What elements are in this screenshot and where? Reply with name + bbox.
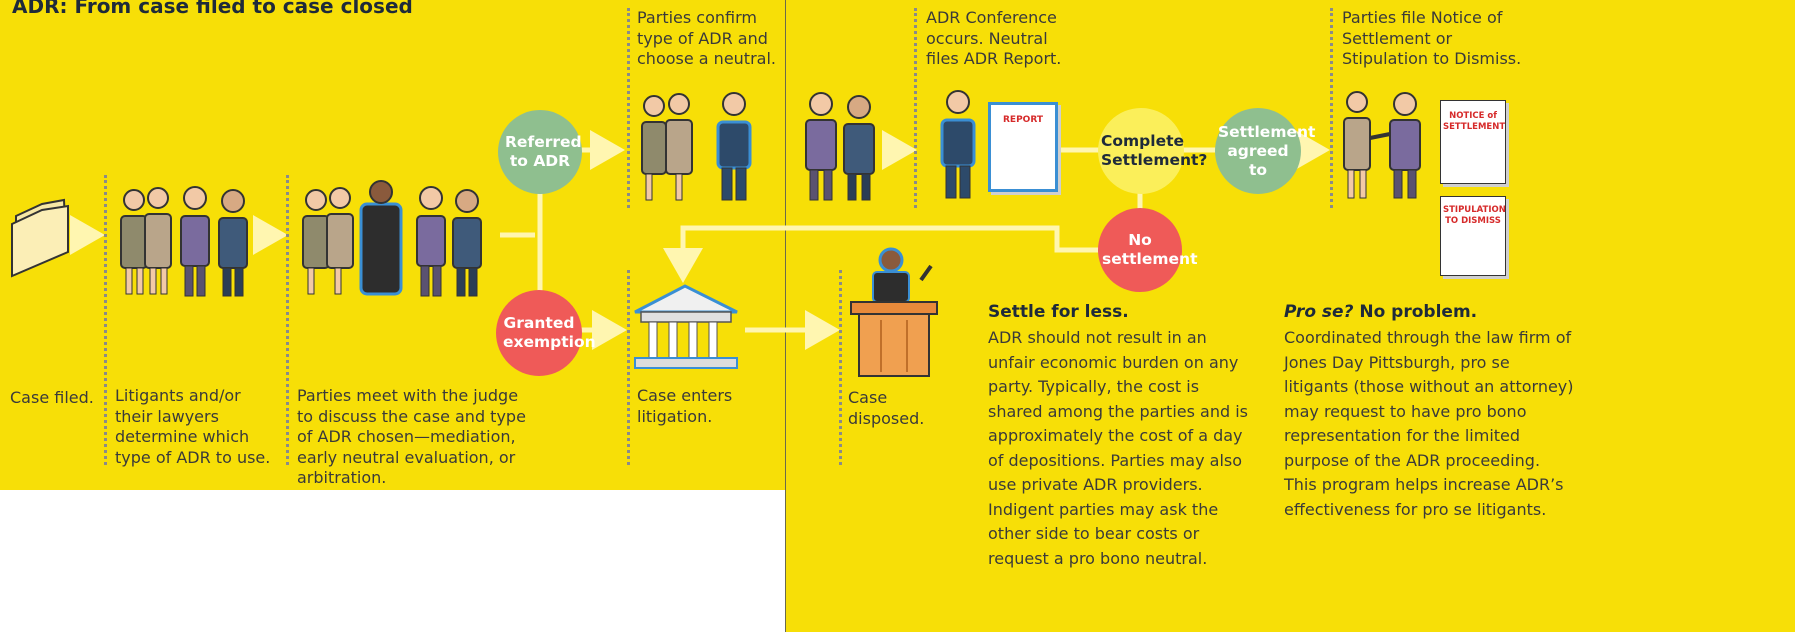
settle-body: ADR should not result in an unfair econo… <box>988 328 1248 568</box>
caption-conference: ADR Conference occurs. Neutral files ADR… <box>926 8 1062 68</box>
stipulation-document: STIPULATION TO DISMISS <box>1440 196 1506 276</box>
dotted-separator <box>104 175 107 465</box>
referred-label: Referred to ADR <box>505 133 582 170</box>
people-icon <box>805 92 875 201</box>
people-icon <box>641 92 752 201</box>
no-settlement-node: No settlement <box>1098 208 1198 292</box>
caption-litigation: Case enters litigation. <box>637 386 733 426</box>
complete-settlement-label: Complete Settlement? <box>1101 132 1208 169</box>
handshake-icon <box>1343 91 1421 199</box>
report-label: REPORT <box>1003 115 1043 125</box>
caption-confirm: Parties confirm type of ADR and choose a… <box>637 8 776 68</box>
notice-label: NOTICE of SETTLEMENT <box>1443 111 1506 132</box>
people-icon <box>120 186 248 297</box>
stipulation-label: STIPULATION TO DISMISS <box>1443 205 1506 226</box>
folder-icon <box>11 198 69 278</box>
no-settlement-label: No settlement <box>1102 231 1198 268</box>
prose-body: Coordinated through the law firm of Jone… <box>1284 328 1574 519</box>
report-document: REPORT <box>988 102 1058 192</box>
settle-heading: Settle for less. <box>988 302 1129 322</box>
settlement-agreed-node: Settlement agreed to <box>1215 108 1316 194</box>
complete-settlement-node: Complete Settlement? <box>1098 108 1208 194</box>
dotted-separator <box>839 270 842 465</box>
people-icon <box>302 180 482 297</box>
caption-judge: Parties meet with the judge to discuss t… <box>297 386 526 487</box>
notice-document: NOTICE of SETTLEMENT <box>1440 100 1506 184</box>
settlement-agreed-label: Settlement agreed to <box>1218 122 1316 179</box>
granted-node: Granted exemption <box>496 290 596 376</box>
dotted-separator <box>627 8 630 208</box>
prose-heading: Pro se? No problem. <box>1284 302 1477 322</box>
caption-disposed: Case disposed. <box>848 388 925 428</box>
panel-divider <box>785 0 786 632</box>
dotted-separator <box>286 175 289 465</box>
dotted-separator <box>627 270 630 465</box>
caption-litigants: Litigants and/or their lawyers determine… <box>115 386 271 467</box>
granted-label: Granted exemption <box>503 314 596 351</box>
referred-node: Referred to ADR <box>498 110 582 194</box>
courthouse-icon <box>634 284 738 369</box>
prose-heading-rest: No problem. <box>1353 302 1478 322</box>
people-icon <box>940 90 976 199</box>
prose-heading-italic: Pro se? <box>1284 302 1354 322</box>
caption-notice: Parties file Notice of Settlement or Sti… <box>1342 8 1522 68</box>
dotted-separator <box>914 8 917 208</box>
page-title: ADR: From case filed to case closed <box>12 0 413 18</box>
caption-case-filed: Case filed. <box>10 388 94 407</box>
podium-icon <box>850 247 938 377</box>
dotted-separator <box>1330 8 1333 208</box>
